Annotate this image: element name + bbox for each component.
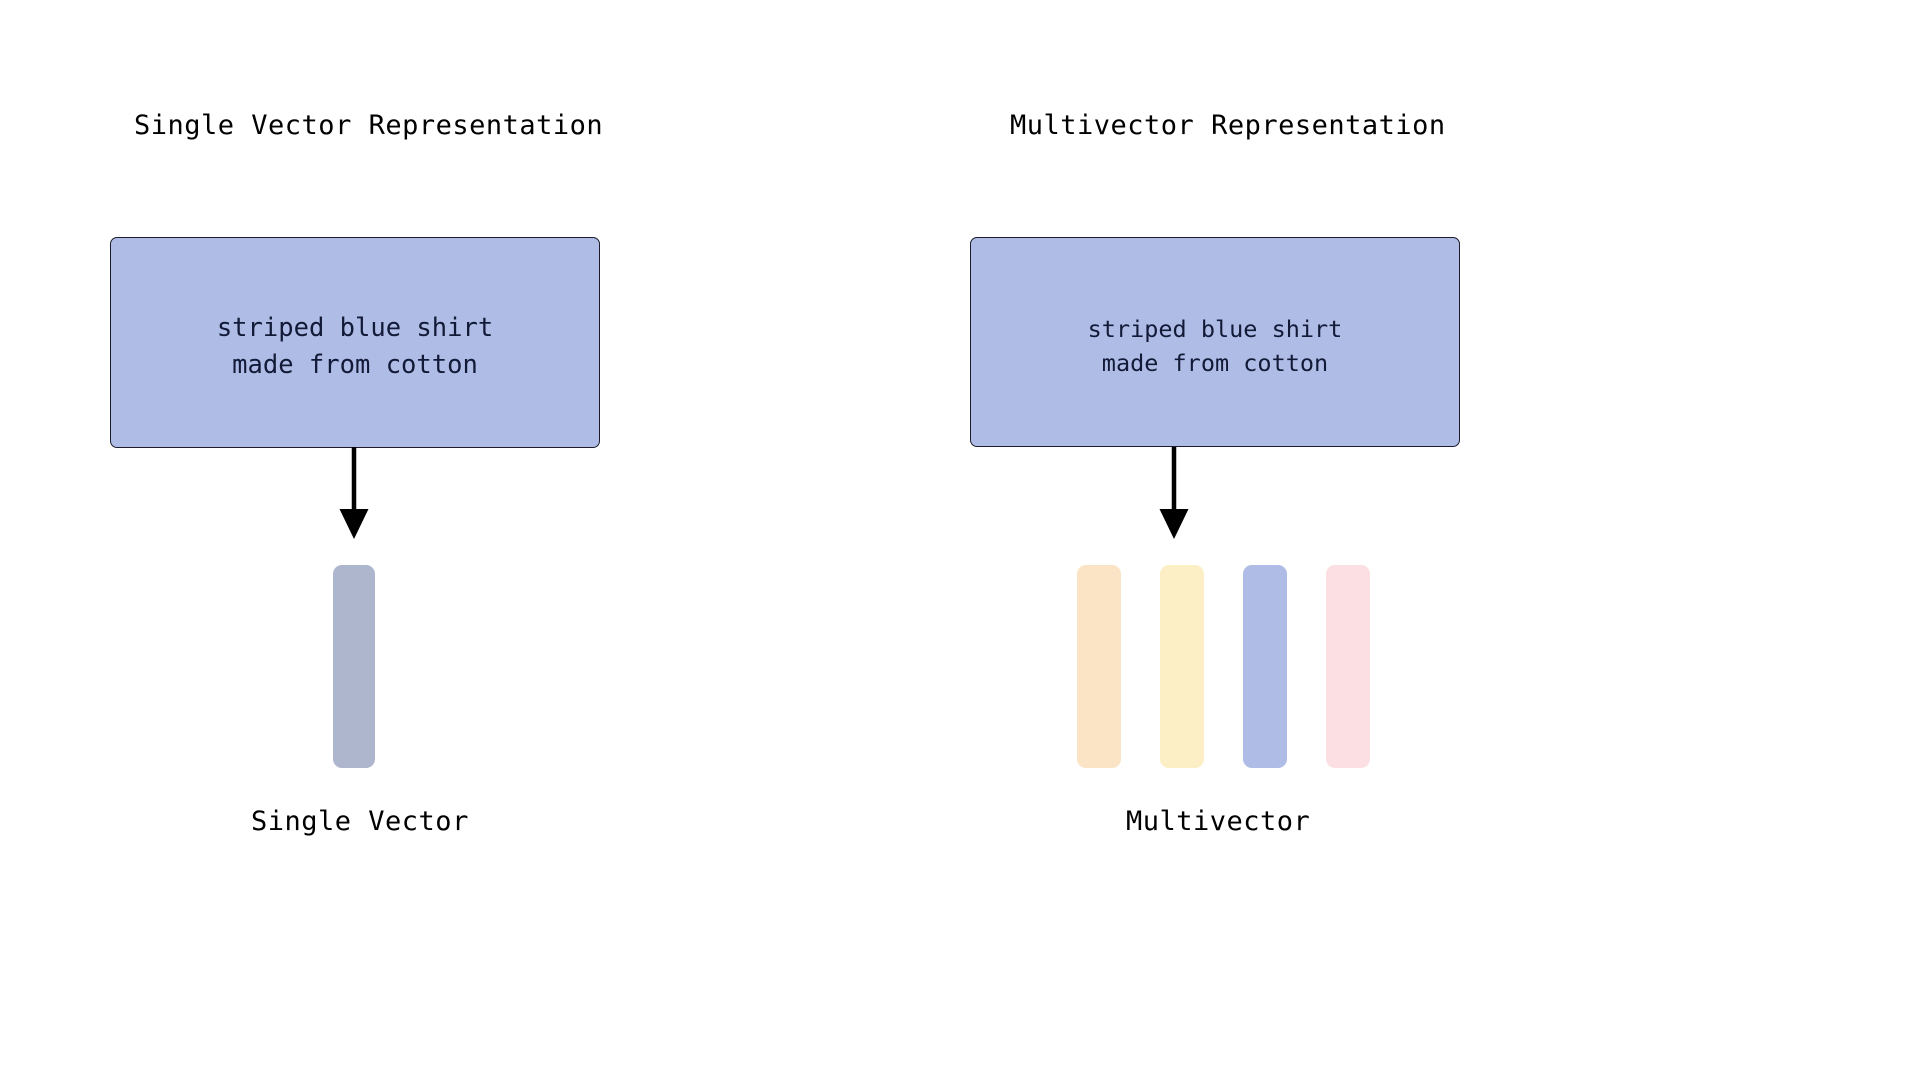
multivector-panel: Multivector Representation striped blue … bbox=[960, 0, 1920, 1080]
multivector-bars bbox=[1077, 565, 1370, 768]
single-vector-panel-title: Single Vector Representation bbox=[134, 110, 604, 141]
multivector-bar-1 bbox=[1077, 565, 1121, 768]
single-vector-panel: Single Vector Representation striped blu… bbox=[110, 110, 604, 837]
single-vector-document-text: striped blue shirt made from cotton bbox=[217, 310, 493, 384]
document-line-1: striped blue shirt bbox=[1087, 314, 1343, 343]
document-line-2: made from cotton bbox=[1101, 349, 1329, 377]
multivector-document-box: striped blue shirt made from cotton bbox=[970, 237, 1460, 447]
single-vector-bar bbox=[333, 565, 375, 768]
multivector-caption: Multivector bbox=[1126, 806, 1311, 837]
single-vector-document-box: striped blue shirt made from cotton bbox=[110, 237, 600, 448]
multivector-bar-3 bbox=[1243, 565, 1287, 768]
single-vector-bars bbox=[333, 565, 375, 768]
document-line-1: striped blue shirt bbox=[216, 312, 494, 343]
arrow-down-icon bbox=[1154, 447, 1194, 541]
document-line-2: made from cotton bbox=[232, 349, 478, 380]
multivector-bar-4 bbox=[1326, 565, 1370, 768]
multivector-document-text: striped blue shirt made from cotton bbox=[1088, 312, 1343, 380]
single-vector-caption: Single Vector bbox=[251, 806, 469, 837]
multivector-panel-title: Multivector Representation bbox=[1010, 110, 1446, 141]
arrow-down-icon bbox=[334, 447, 374, 541]
multivector-bar-2 bbox=[1160, 565, 1204, 768]
